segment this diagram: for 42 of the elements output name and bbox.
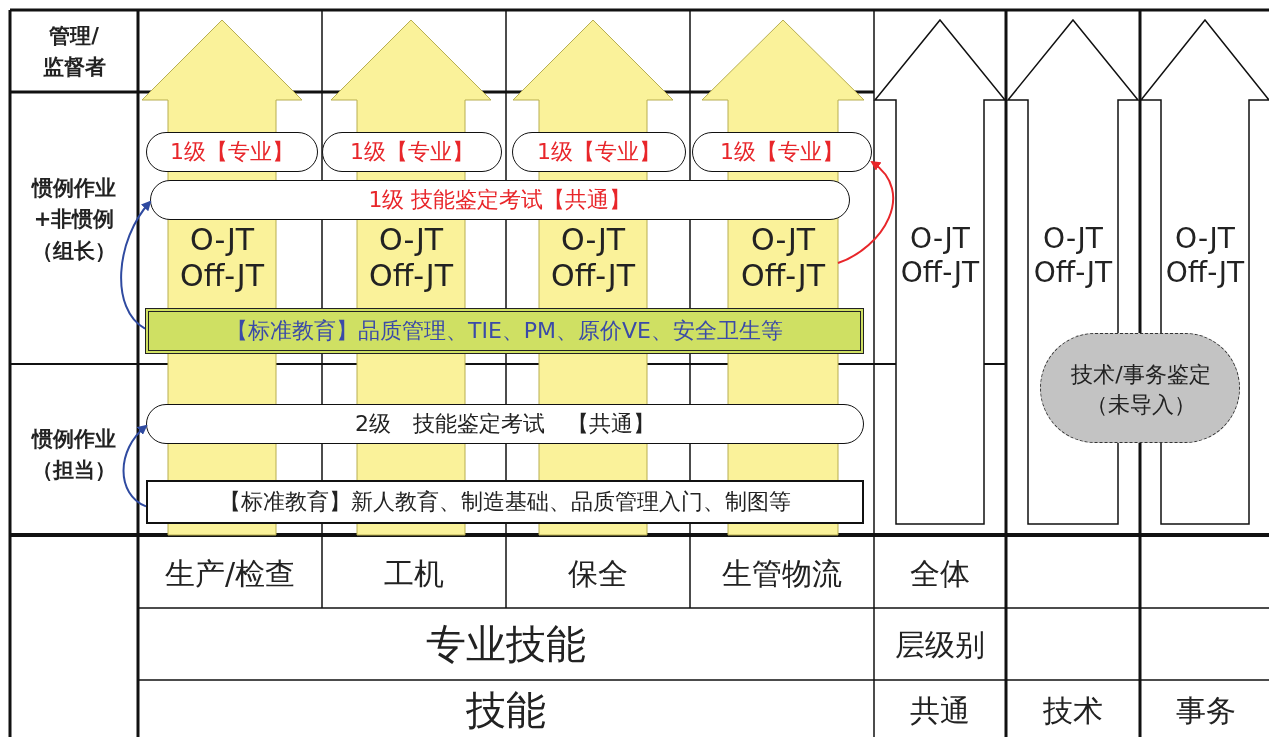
rounded-box <box>692 132 872 172</box>
arrow <box>122 424 148 508</box>
row-header: 管理/监督者 <box>41 22 107 81</box>
process-box <box>146 480 864 524</box>
training-label: O-JT Off-JT <box>1164 222 1246 290</box>
row-header: 惯例作业（担当） <box>30 425 117 484</box>
box-label: 【标准教育】新人教育、制造基础、品质管理入门、制图等 <box>218 488 792 516</box>
category-label: 事务 <box>1175 691 1236 730</box>
training-label: O-JT Off-JT <box>179 222 266 294</box>
training-label: O-JT Off-JT <box>550 222 637 294</box>
rounded-box <box>146 132 318 172</box>
box-label: 1级【专业】 <box>349 138 475 166</box>
arrow <box>837 160 895 264</box>
process-box <box>145 308 864 354</box>
category-label: 共通 <box>910 691 970 730</box>
training-label: O-JT Off-JT <box>899 222 981 290</box>
rounded-box <box>512 132 686 172</box>
training-label: O-JT Off-JT <box>740 222 827 294</box>
rounded-box <box>322 132 502 172</box>
column-header: 生产/检查 <box>164 554 296 593</box>
column-header: 保全 <box>568 554 628 593</box>
box-label: 技术/事务鉴定（未导入） <box>1070 361 1212 419</box>
training-label: O-JT Off-JT <box>368 222 455 294</box>
box-label: 【标准教育】品质管理、TIE、PM、原价VE、安全卫生等 <box>225 317 784 345</box>
box-label: 1级【专业】 <box>536 138 662 166</box>
box-label: 1级 技能鉴定考试【共通】 <box>367 186 633 214</box>
category-label: 技术 <box>1043 691 1103 730</box>
rounded-box <box>146 404 864 444</box>
column-header: 生管物流 <box>722 554 842 593</box>
box-label: 1级【专业】 <box>719 138 845 166</box>
category-label: 层级别 <box>895 625 985 664</box>
arrow <box>120 200 152 330</box>
column-header: 工机 <box>384 554 444 593</box>
category-label: 技能 <box>466 686 546 735</box>
training-label: O-JT Off-JT <box>1032 222 1114 290</box>
arrow-shape <box>875 20 1005 524</box>
category-label: 专业技能 <box>426 620 586 669</box>
rounded-box <box>150 180 850 220</box>
column-header: 全体 <box>910 554 970 593</box>
row-header: 惯例作业+非惯例（组长） <box>30 174 117 265</box>
box-label: 2级 技能鉴定考试 【共通】 <box>354 410 656 438</box>
box-label: 1级【专业】 <box>169 138 295 166</box>
